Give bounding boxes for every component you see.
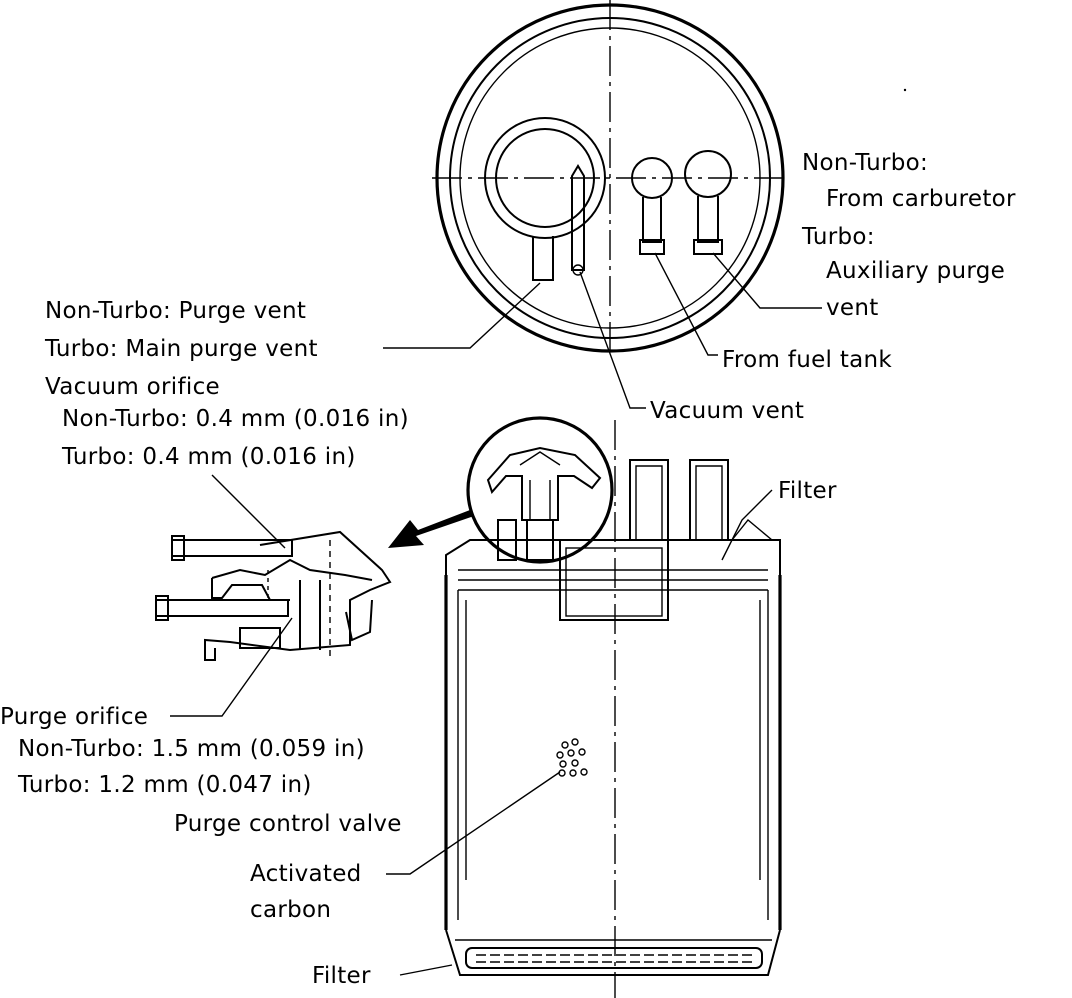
label-purge-orifice-non-turbo: Non-Turbo: 1.5 mm (0.059 in) xyxy=(18,736,365,762)
label-from-carburetor: From carburetor xyxy=(826,186,1016,212)
bottom-filter-element xyxy=(465,947,763,969)
carburetor-port xyxy=(684,150,732,198)
vacuum-vent-tube xyxy=(571,164,585,271)
enlarged-valve-section xyxy=(155,530,392,661)
fuel-tank-port xyxy=(631,157,673,199)
label-turbo-top: Turbo: xyxy=(802,224,875,250)
label-vent: vent xyxy=(826,295,879,321)
canister-top-view xyxy=(432,0,790,353)
label-from-fuel-tank: From fuel tank xyxy=(722,347,893,373)
label-filter-top: Filter xyxy=(778,478,837,504)
leader-lines-lower xyxy=(170,474,773,976)
arrow-to-detail xyxy=(388,510,474,548)
label-purge-orifice-turbo: Turbo: 1.2 mm (0.047 in) xyxy=(18,772,312,798)
purge-vent-port xyxy=(484,117,606,239)
label-non-turbo-from: Non-Turbo: xyxy=(802,150,929,176)
label-turbo-main-purge-vent: Turbo: Main purge vent xyxy=(45,336,318,362)
label-purge-orifice: Purge orifice xyxy=(0,704,149,730)
leader-lines-top xyxy=(383,252,822,409)
canister-side-view xyxy=(444,420,782,998)
activated-carbon-dots xyxy=(556,738,588,777)
label-vacuum-vent: Vacuum vent xyxy=(650,398,805,424)
label-activated: Activated xyxy=(250,861,362,887)
label-purge-control-valve: Purge control valve xyxy=(174,811,402,837)
label-non-turbo-purge-vent: Non-Turbo: Purge vent xyxy=(45,298,307,324)
label-vacuum-orifice-non-turbo: Non-Turbo: 0.4 mm (0.016 in) xyxy=(62,406,409,432)
label-auxiliary-purge: Auxiliary purge xyxy=(826,258,1006,284)
label-carbon: carbon xyxy=(250,897,332,923)
label-vacuum-orifice-turbo: Turbo: 0.4 mm (0.016 in) xyxy=(62,444,356,470)
label-filter-bottom: Filter xyxy=(312,963,371,989)
valve-detail-circle xyxy=(466,416,614,564)
label-vacuum-orifice: Vacuum orifice xyxy=(45,374,220,400)
